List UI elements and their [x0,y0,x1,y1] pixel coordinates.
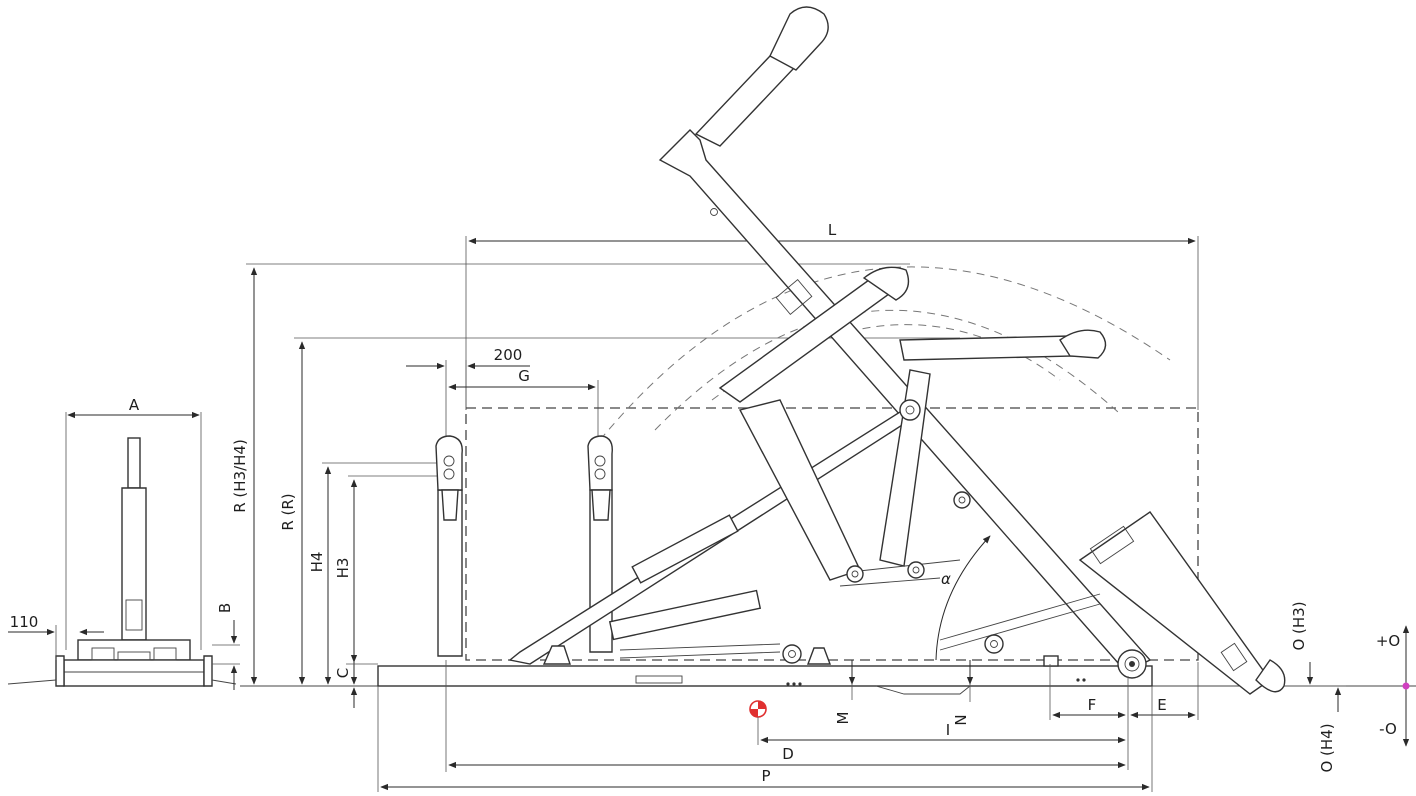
label-o-h4: O (H4) [1318,723,1336,772]
label-plus-o: +O [1376,632,1400,650]
label-r-h3h4: R (H3/H4) [231,439,249,513]
label-p: P [761,767,770,785]
label-l: L [828,221,837,239]
origin-dot [1402,682,1410,690]
side-view: R (H3/H4) R (R) H4 H3 C L 200 G [231,6,1416,792]
center-of-gravity-icon [749,700,767,718]
label-minus-o: -O [1379,720,1397,738]
label-d: D [782,745,794,763]
label-n: N [952,714,970,725]
label-e: E [1157,696,1166,714]
front-view: A 110 B [7,396,240,690]
label-h3: H3 [334,558,352,579]
label-c: C [334,668,352,678]
label-b: B [216,603,234,613]
label-alpha: α [941,570,951,588]
label-m: M [834,712,852,725]
label-200: 200 [494,346,523,364]
label-g: G [518,367,530,385]
label-a: A [129,396,140,414]
label-f: F [1088,696,1097,714]
label-h4: H4 [308,552,326,573]
label-110: 110 [10,613,39,631]
label-o-h3: O (H3) [1290,601,1308,650]
subframe [377,665,1153,687]
label-r-r: R (R) [279,493,297,530]
label-i: I [946,721,950,739]
container-outline [465,407,1199,661]
